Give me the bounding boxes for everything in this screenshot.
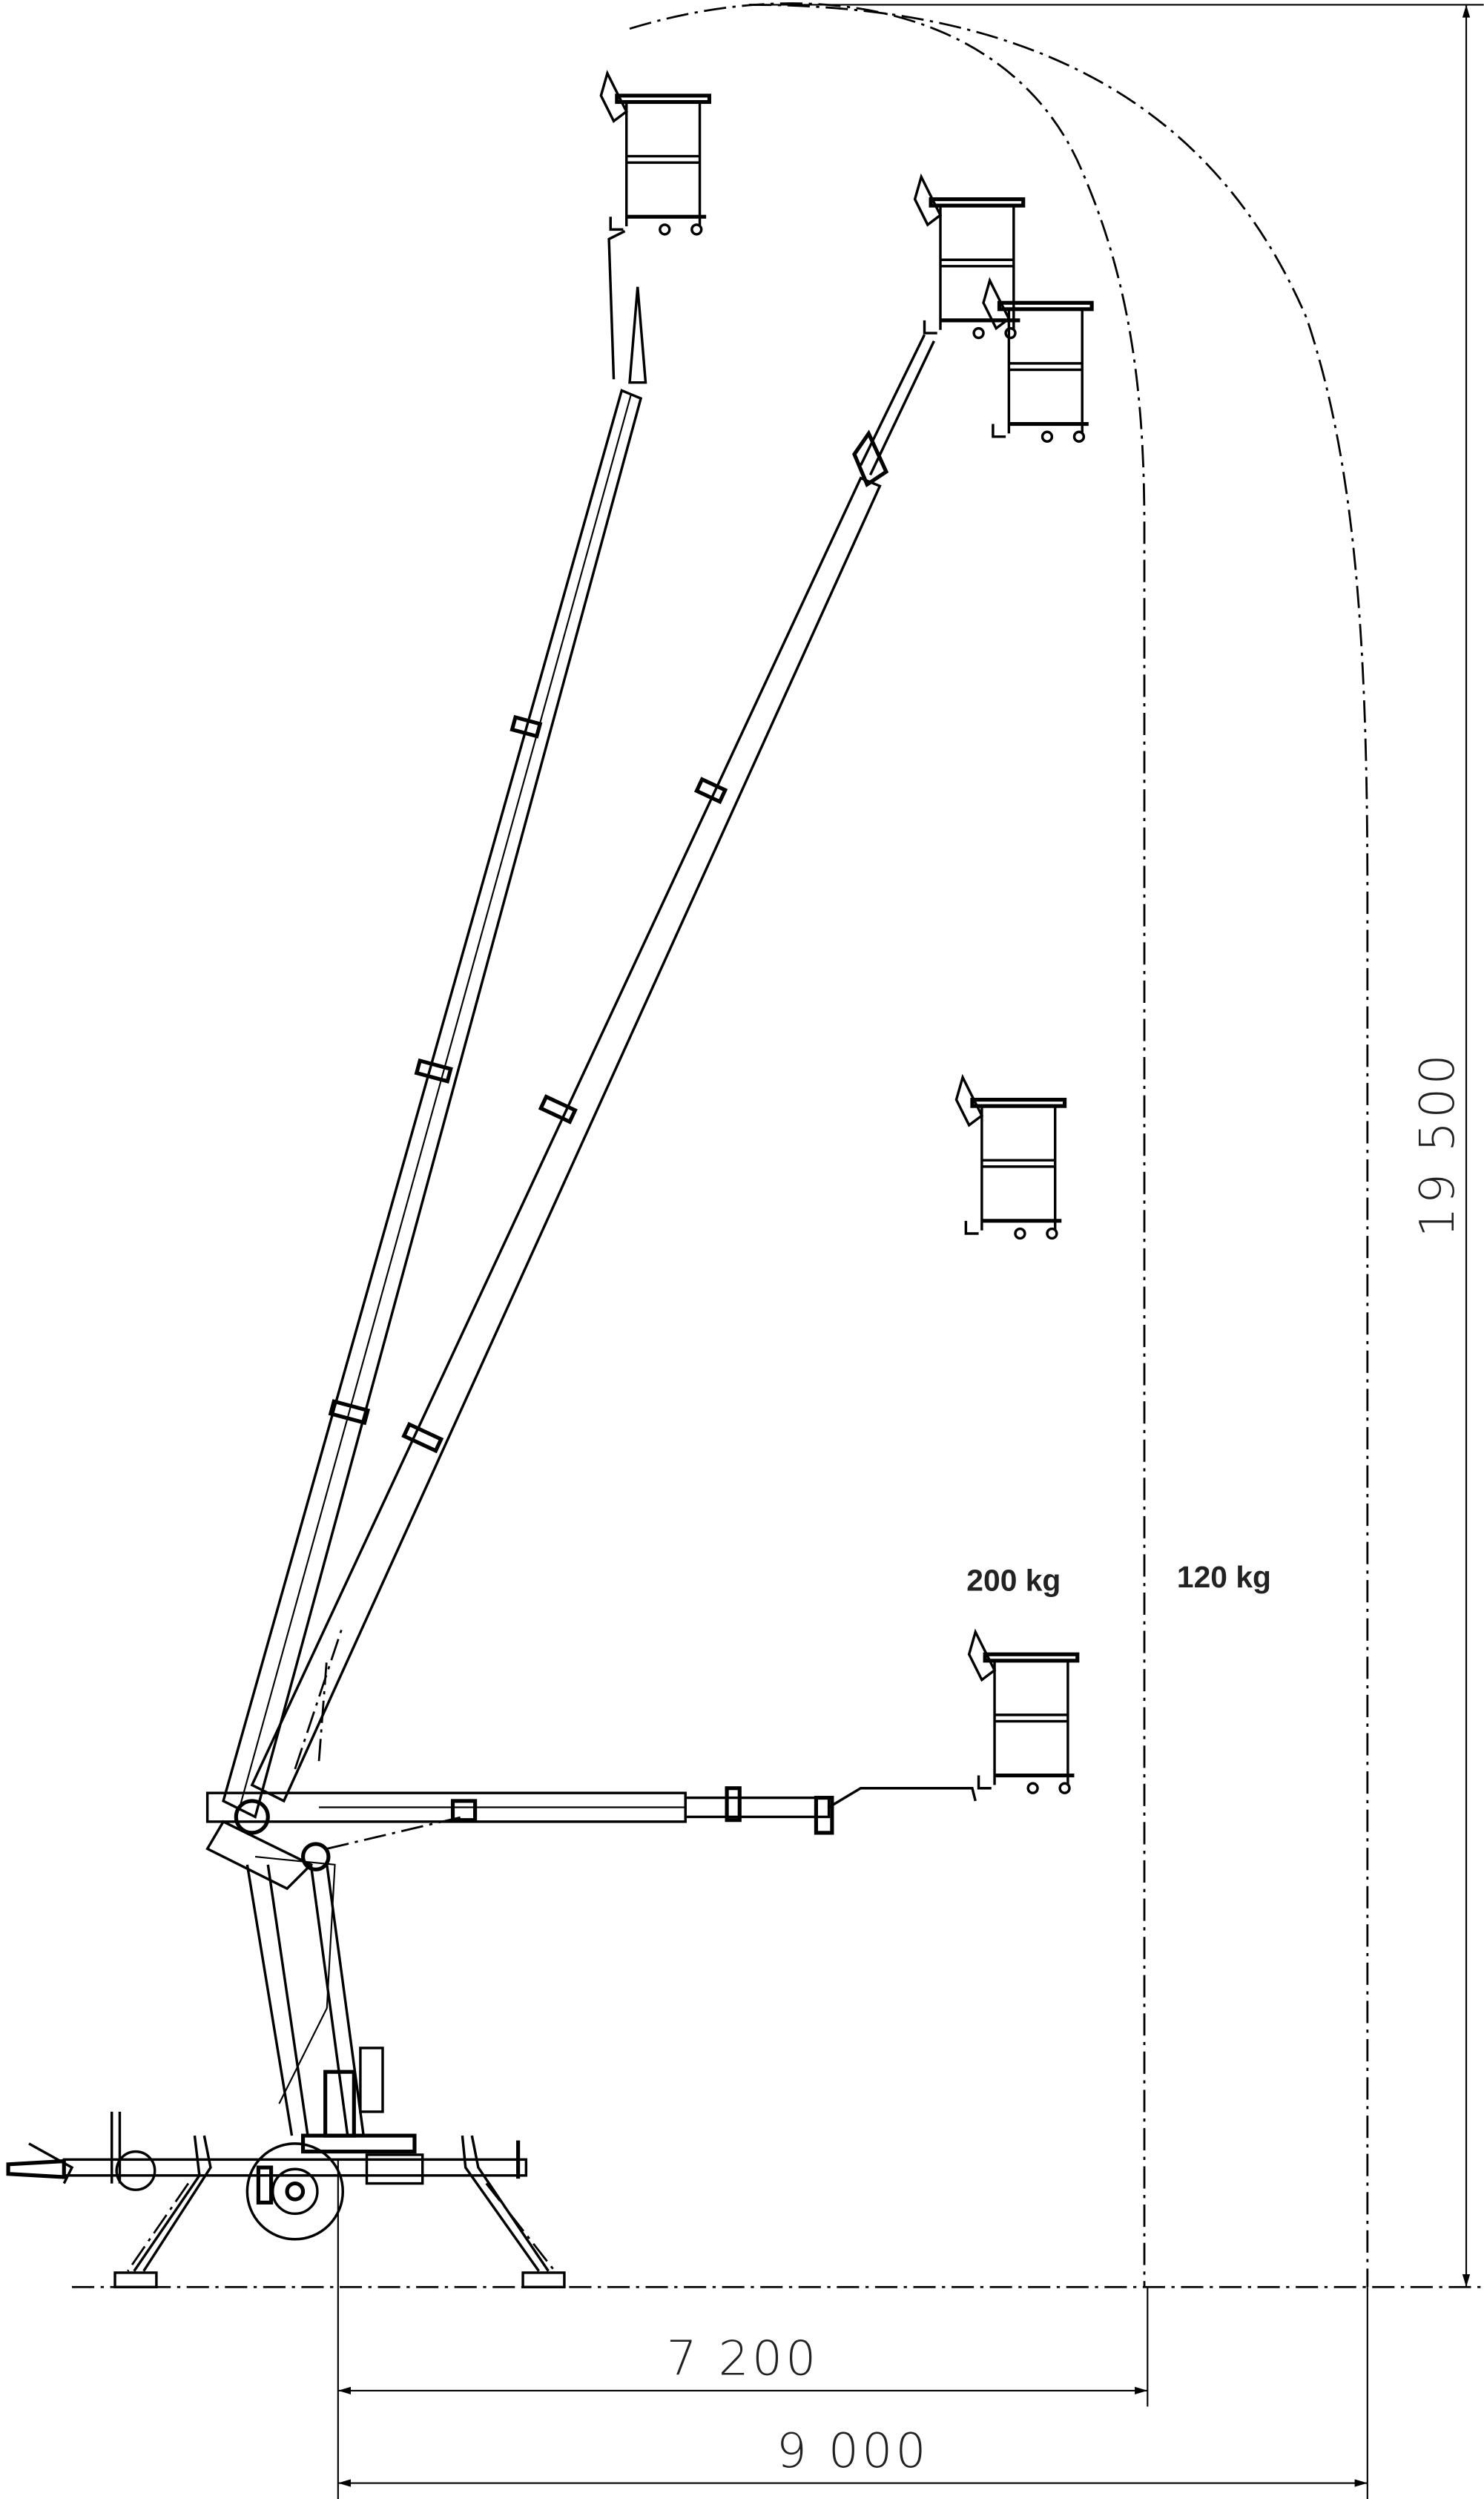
dimension-9000: 9 000 [337, 2423, 1368, 2487]
boom-mid-reach [250, 177, 1092, 1803]
outrigger-right [461, 2135, 566, 2288]
load-label-120kg: 120 kg [1177, 1560, 1271, 1594]
dimension-7200: 7 200 [337, 2331, 1148, 2395]
dimension-19500-label: 19 500 [1410, 1051, 1465, 1237]
basket-mid [956, 1077, 1064, 1238]
dimension-19500: 19 500 [1410, 4, 1471, 2288]
envelope-200kg [629, 2, 1146, 2288]
boom-max-height [222, 73, 709, 1819]
envelope-120kg [749, 4, 1369, 2288]
load-label-200kg: 200 kg [966, 1563, 1061, 1597]
dimension-9000-label: 9 000 [776, 2423, 929, 2479]
mast [234, 1625, 384, 2138]
boom-horizontal [205, 1632, 1078, 1891]
trailer-chassis [6, 2111, 528, 2241]
outrigger-left [113, 2135, 212, 2288]
dimension-7200-label: 7 200 [667, 2331, 820, 2386]
